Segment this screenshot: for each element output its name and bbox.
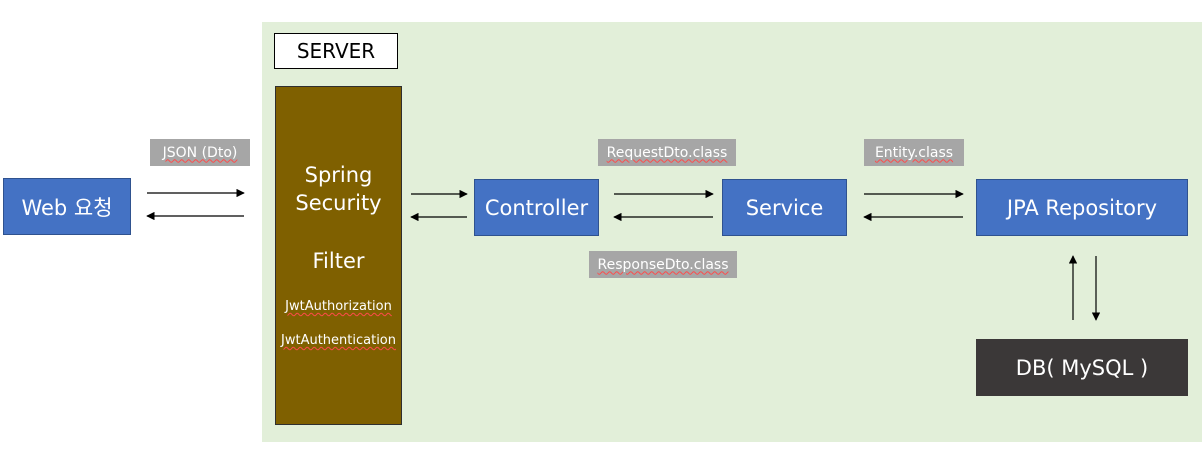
- filter-subtitle: Filter: [312, 249, 365, 273]
- filter-item-jwt-authorization: JwtAuthorization: [285, 299, 392, 314]
- tag-request-dto: RequestDto.class: [598, 139, 736, 166]
- tag-response-dto-text: ResponseDto.class: [597, 256, 729, 273]
- service-node: Service: [722, 179, 847, 236]
- tag-entity-text: Entity.class: [874, 144, 954, 161]
- tag-request-dto-text: RequestDto.class: [606, 144, 728, 161]
- tag-json-dto-text: JSON (Dto): [162, 144, 238, 161]
- filter-item-jwt-authentication: JwtAuthentication: [281, 333, 396, 348]
- filter-title-line2: Security: [295, 191, 382, 215]
- spring-security-filter: Spring Security Filter JwtAuthorization …: [275, 86, 402, 425]
- tag-json-dto: JSON (Dto): [150, 139, 250, 166]
- filter-title-line1: Spring: [304, 163, 373, 187]
- db-mysql-node: DB( MySQL ): [976, 339, 1188, 396]
- web-request-node: Web 요청: [3, 178, 131, 235]
- filter-title: Spring Security: [276, 161, 401, 217]
- controller-node: Controller: [474, 179, 599, 236]
- server-label: SERVER: [274, 33, 398, 69]
- tag-entity: Entity.class: [864, 139, 964, 166]
- jpa-repository-node: JPA Repository: [976, 179, 1188, 236]
- tag-response-dto: ResponseDto.class: [589, 251, 737, 278]
